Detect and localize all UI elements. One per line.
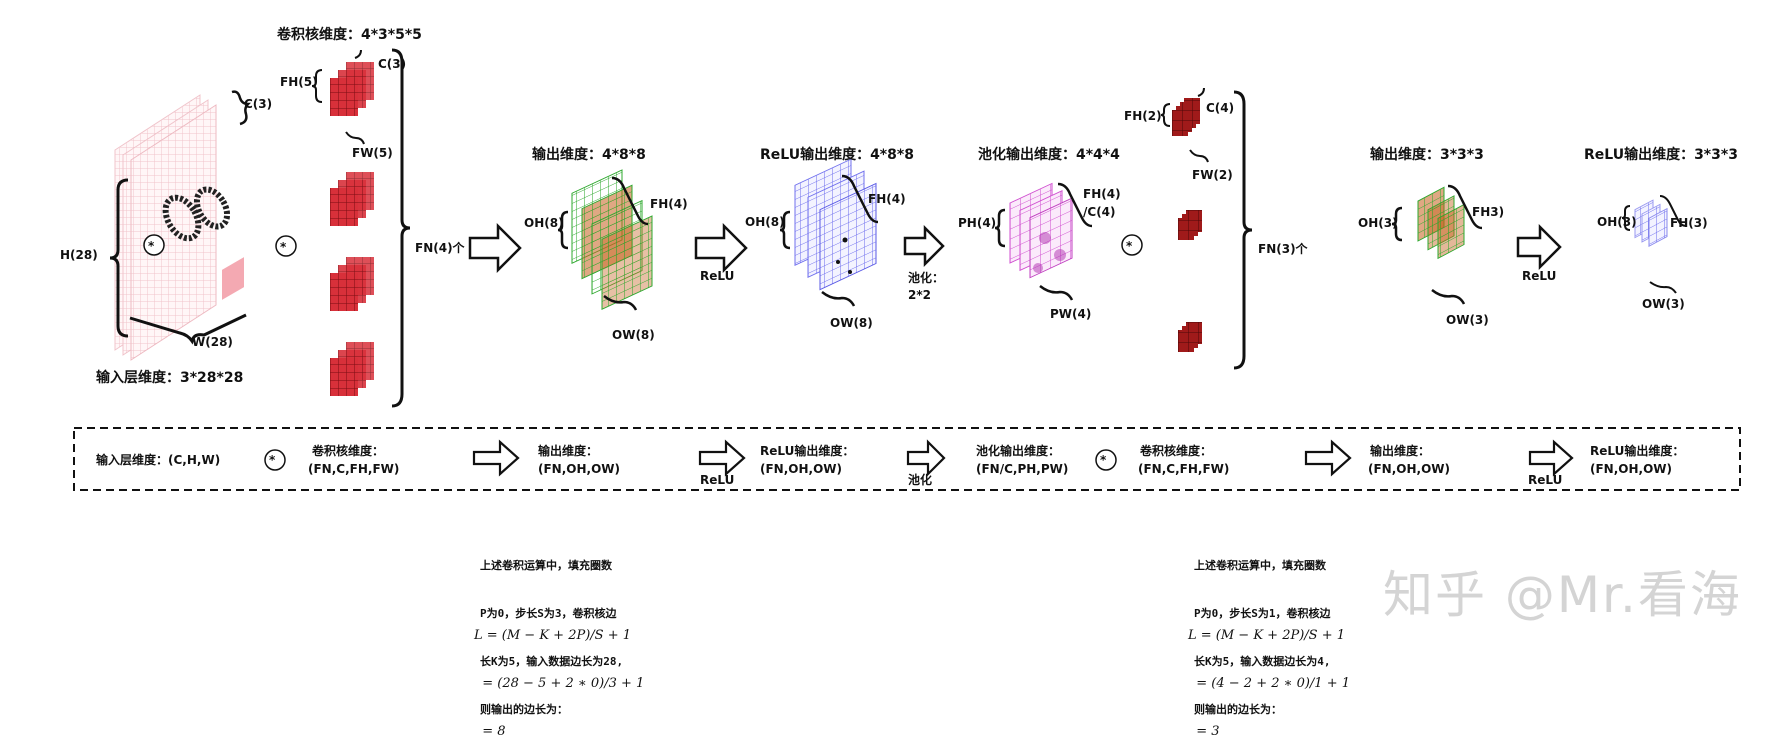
fh4-a-label: FH(4) (650, 197, 688, 211)
conv-output-1 (557, 169, 653, 311)
oh8-a-label: OH(8) (524, 216, 564, 230)
kernel-stack-2 (1160, 87, 1209, 352)
conv-symbol-2 (1121, 234, 1143, 256)
pool-dims-label: 池化输出维度：4*4*4 (978, 147, 1120, 163)
summary-out1-value: (FN,OH,OW) (538, 462, 621, 476)
c4-c-label: /C(4) (1083, 205, 1116, 219)
fh4-c-label: FH(4) (1083, 187, 1121, 201)
note-right-line: 上述卷积运算中，填充圈数 (1194, 559, 1326, 572)
h28-label: H(28) (60, 248, 98, 262)
summary-relu2-title: ReLU输出维度： (1590, 444, 1685, 458)
input-dims-label: 输入层维度：3*28*28 (96, 370, 244, 386)
kernel-stack-1 (311, 49, 374, 396)
summary-kernel1-value: (FN,C,FH,FW) (308, 462, 400, 476)
relu-arrow-2-label: ReLU (1522, 269, 1557, 283)
relu-output-1 (779, 158, 879, 307)
brace-w28 (129, 313, 247, 345)
formula-left-line: = 8 (474, 724, 506, 739)
summary-pool-value: (FN/C,PH,PW) (976, 462, 1069, 476)
c3-input-label: C(3) (244, 97, 273, 111)
summary-kernel1-title: 卷积核维度： (312, 444, 385, 458)
formula-right-line: L = (M − K + 2P)/S + 1 (1188, 628, 1346, 643)
relu-arrow-1-label: ReLU (700, 269, 735, 283)
fw2-label: FW(2) (1192, 168, 1233, 182)
summary-conv-symbol-2: * (1100, 453, 1107, 467)
formula-left-line: = (28 − 5 + 2 ∗ 0)/3 + 1 (474, 676, 645, 691)
fh4-b-label: FH(4) (868, 192, 906, 206)
arrow-3 (903, 224, 945, 268)
w28-label: W(28) (192, 335, 233, 349)
summary-relu1-value: (FN,OH,OW) (760, 462, 843, 476)
summary-out2-title: 输出维度： (1370, 444, 1431, 458)
pw4-label: PW(4) (1050, 307, 1092, 321)
pool-output (994, 182, 1093, 301)
conv-output-2 (1391, 184, 1483, 305)
formula-left: L = (M − K + 2P)/S + 1 = (28 − 5 + 2 ∗ 0… (474, 596, 644, 756)
c3-kernel-label: C(3) (378, 57, 407, 71)
fh2-label: FH(2) (1124, 109, 1162, 123)
brace-h28 (109, 178, 129, 338)
brace-c3-input (231, 90, 252, 126)
conv-symbol-input (143, 234, 165, 256)
note-right-line: P为0，步长S为1，卷积核边 (1194, 607, 1331, 620)
summary-relu2-value: (FN,OH,OW) (1590, 462, 1673, 476)
summary-conv-symbol-1: * (269, 453, 276, 467)
formula-right-line: = (4 − 2 + 2 ∗ 0)/1 + 1 (1188, 676, 1351, 691)
watermark: 知乎 @Mr.看海 (1383, 566, 1742, 624)
arrow-1 (468, 222, 522, 274)
brace-fn3 (1233, 90, 1253, 370)
summary-input: 输入层维度：(C,H,W) (96, 453, 221, 467)
formula-left-line: L = (M − K + 2P)/S + 1 (474, 628, 632, 643)
conv-symbol-1 (275, 235, 297, 257)
summary-relu1-title: ReLU输出维度： (760, 444, 855, 458)
fn3-label: FN(3)个 (1258, 242, 1308, 256)
ow8-a-label: OW(8) (612, 328, 655, 342)
summary-box (73, 427, 1741, 491)
fh5-label: FH(5) (280, 75, 318, 89)
oh3-b-label: OH(3) (1597, 215, 1637, 229)
summary-relu1-arrow: ReLU (700, 473, 735, 487)
c4-k2-label: C(4) (1206, 101, 1235, 115)
note-left-line: 上述卷积运算中，填充圈数 (480, 559, 612, 572)
out-dims-2-label: 输出维度：3*3*3 (1370, 147, 1484, 163)
kernel-dims-label: 卷积核维度：4*3*5*5 (277, 27, 422, 43)
out-dims-1-label: 输出维度：4*8*8 (532, 147, 646, 163)
ow3-b-label: OW(3) (1642, 297, 1685, 311)
relu-dims-2-label: ReLU输出维度：3*3*3 (1584, 147, 1738, 163)
summary-out2-value: (FN,OH,OW) (1368, 462, 1451, 476)
conv-symbol-1-char: * (280, 240, 287, 254)
fw5-label: FW(5) (352, 146, 393, 160)
relu-output-2 (1621, 195, 1687, 294)
ow3-a-label: OW(3) (1446, 313, 1489, 327)
summary-kernel2-value: (FN,C,FH,FW) (1138, 462, 1230, 476)
summary-kernel2-title: 卷积核维度： (1140, 444, 1213, 458)
summary-arrows (264, 439, 1574, 477)
brace-fn4 (391, 48, 411, 408)
conv-symbol-2-char: * (1126, 239, 1133, 253)
formula-right-line: = 3 (1188, 724, 1220, 739)
arrow-4 (1516, 223, 1562, 271)
diagram-canvas (73, 48, 1741, 491)
pool-size-label: 2*2 (908, 288, 931, 302)
oh3-a-label: OH(3) (1358, 216, 1398, 230)
fh3-b-label: FH(3) (1670, 216, 1708, 230)
summary-out1-title: 输出维度： (538, 444, 599, 458)
fh3-a-label: FH3) (1472, 205, 1505, 219)
formula-right: L = (M − K + 2P)/S + 1 = (4 − 2 + 2 ∗ 0)… (1188, 596, 1350, 756)
conv-symbol-input-char: * (148, 239, 155, 253)
ow8-b-label: OW(8) (830, 316, 873, 330)
relu-dims-1-label: ReLU输出维度：4*8*8 (760, 147, 914, 163)
summary-relu2-arrow: ReLU (1528, 473, 1563, 487)
ph4-label: PH(4) (958, 216, 997, 230)
pool-arrow-label: 池化： (908, 271, 945, 285)
fn4-label: FN(4)个 (415, 241, 465, 255)
summary-pool-arrow: 池化 (908, 473, 933, 487)
input-volume (114, 94, 244, 361)
oh8-b-label: OH(8) (745, 215, 785, 229)
arrow-2 (694, 222, 748, 274)
note-left-line: P为0，步长S为3，卷积核边 (480, 607, 617, 620)
summary-pool-title: 池化输出维度： (976, 444, 1061, 458)
